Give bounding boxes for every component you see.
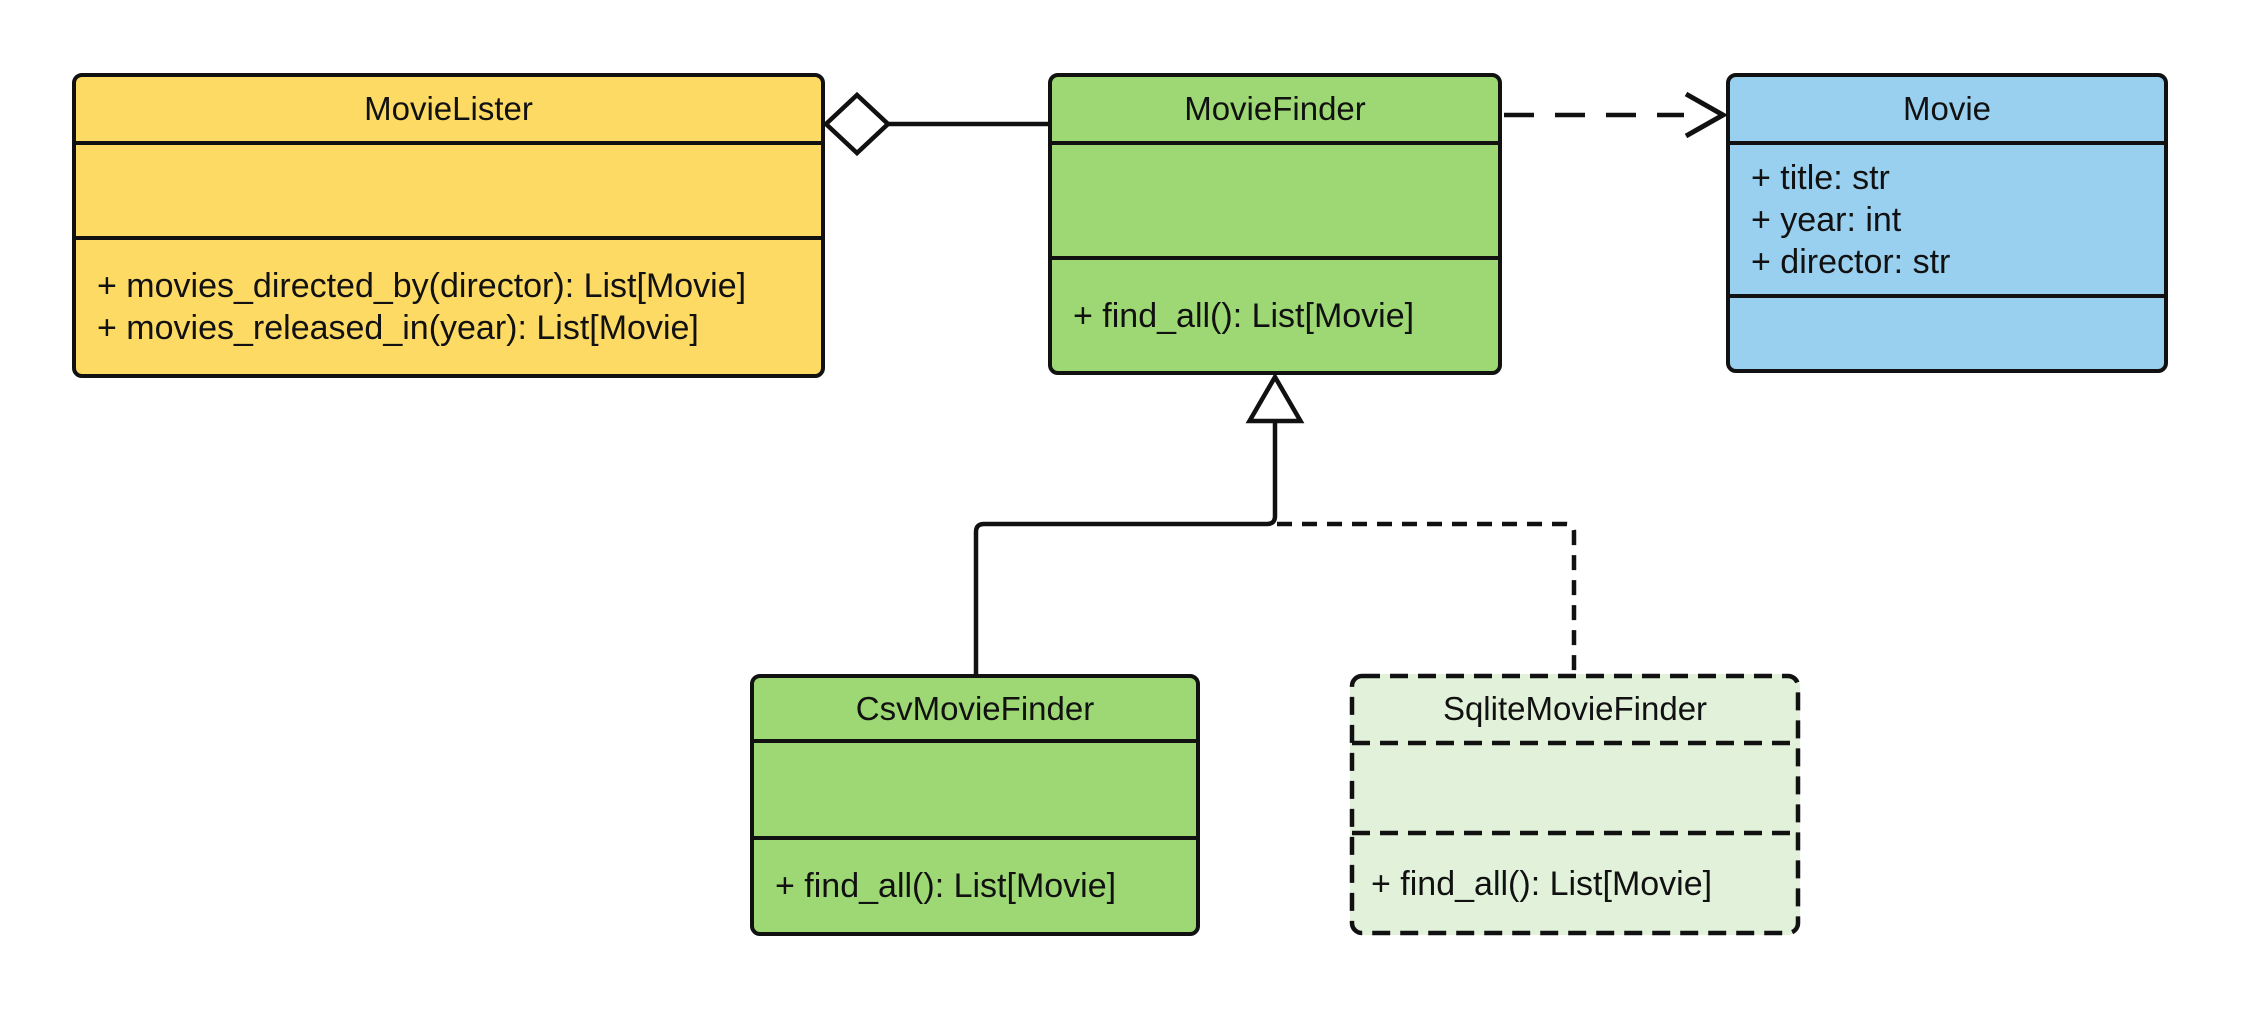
class-title-csvmoviefinder: CsvMovieFinder xyxy=(754,678,1196,743)
inheritance-triangle-icon xyxy=(1245,372,1305,424)
attributes-section-moviefinder xyxy=(1052,145,1498,260)
methods-section-movielister: + movies_directed_by(director): List[Mov… xyxy=(76,240,821,374)
attribute-title: + title: str xyxy=(1751,158,1890,197)
method-find-all-sqlitemoviefinder: + find_all(): List[Movie] xyxy=(1371,865,1713,903)
class-box-movielister: MovieLister + movies_directed_by(directo… xyxy=(72,73,825,378)
class-box-moviefinder: MovieFinder + find_all(): List[Movie] xyxy=(1048,73,1502,375)
method-movies-directed-by: + movies_directed_by(director): List[Mov… xyxy=(97,267,747,305)
attributes-section-movielister xyxy=(76,145,821,240)
inheritance-line-solid xyxy=(973,421,1278,676)
aggregation-diamond-icon xyxy=(822,91,892,157)
method-find-all-csvmoviefinder: + find_all(): List[Movie] xyxy=(775,867,1117,905)
class-title-moviefinder: MovieFinder xyxy=(1052,77,1498,145)
attribute-director: + director: str xyxy=(1751,242,1951,281)
attributes-section-movie: + title: str + year: int + director: str xyxy=(1730,145,2164,298)
methods-section-csvmoviefinder: + find_all(): List[Movie] xyxy=(754,840,1196,932)
dependency-arrowhead-icon xyxy=(1684,91,1729,139)
methods-section-moviefinder: + find_all(): List[Movie] xyxy=(1052,260,1498,371)
class-title-sqlitemoviefinder: SqliteMovieFinder xyxy=(1442,689,1708,727)
class-title-movie: Movie xyxy=(1730,77,2164,145)
methods-section-sqlitemoviefinder: + find_all(): List[Movie] xyxy=(1350,833,1800,935)
attribute-year: + year: int xyxy=(1751,200,1902,239)
class-box-sqlitemoviefinder: SqliteMovieFinder + find_all(): List[Mov… xyxy=(1350,674,1800,935)
class-box-movie: Movie + title: str + year: int + directo… xyxy=(1726,73,2168,373)
method-movies-released-in: + movies_released_in(year): List[Movie] xyxy=(97,309,699,347)
attributes-section-csvmoviefinder xyxy=(754,743,1196,840)
inheritance-line-dashed xyxy=(1277,521,1577,676)
class-title-movielister: MovieLister xyxy=(76,77,821,145)
methods-section-movie xyxy=(1730,298,2164,369)
attributes-section-sqlitemoviefinder xyxy=(1350,743,1800,833)
method-find-all-moviefinder: + find_all(): List[Movie] xyxy=(1073,296,1415,335)
class-box-csvmoviefinder: CsvMovieFinder + find_all(): List[Movie] xyxy=(750,674,1200,936)
